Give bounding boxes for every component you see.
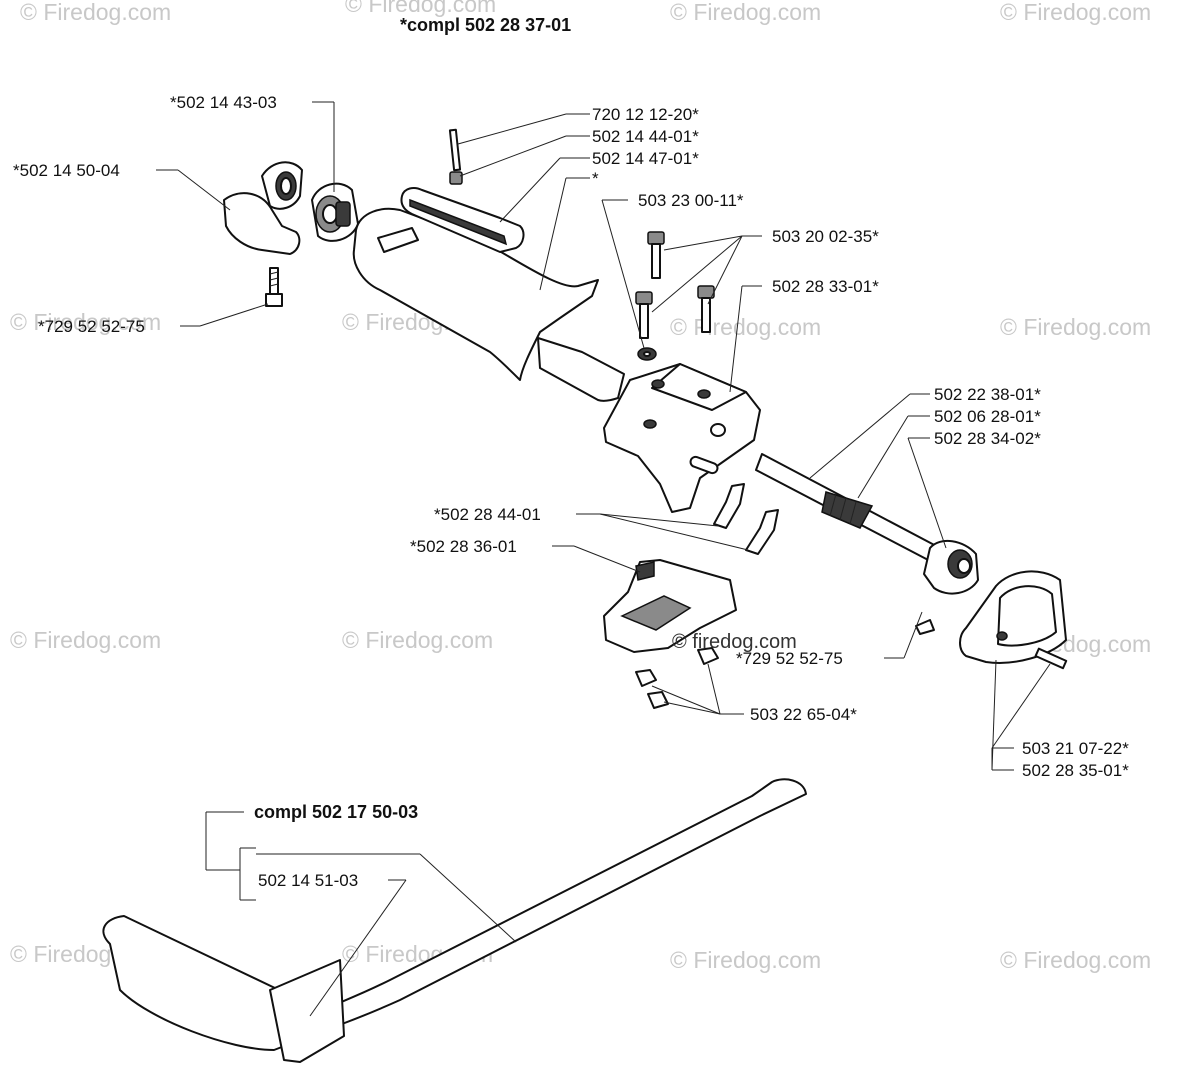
center-watermark: © firedog.com [672,631,797,653]
part-label: 503 23 00-11* [638,191,744,210]
trigger-part [223,161,303,255]
screws-part [635,231,715,361]
nuts-part [635,647,719,709]
shaft-part [755,453,941,563]
part-label: 502 28 35-01* [1022,761,1129,780]
part-label: 503 22 65-04* [750,705,857,724]
watermark: © Firedog.com [345,0,496,17]
watermark: © Firedog.com [20,0,171,25]
part-label: 502 28 33-01* [772,277,879,296]
part-label: *502 14 43-03 [170,93,277,112]
part-label: 502 14 44-01* [592,127,699,146]
clamp-part [603,559,737,653]
watermark: © Firedog.com [1000,0,1151,25]
part-label: 503 20 02-35* [772,227,879,246]
watermark: © Firedog.com [10,309,161,335]
part-label: 502 14 47-01* [592,149,699,168]
watermarks: © Firedog.com © Firedog.com © Firedog.co… [10,0,1151,973]
watermark: © Firedog.com [670,0,821,25]
pin-part [448,128,463,185]
labels: *compl 502 28 37-01 compl 502 17 50-03 *… [13,15,1129,890]
part-label: *729 52 52-75 [38,317,145,336]
watermark: © Firedog.com [670,314,821,340]
shaft-end-part [915,539,979,635]
part-label: *502 28 44-01 [434,505,541,524]
part-label: *502 14 50-04 [13,161,120,180]
bracket-part [603,363,761,513]
part-label: 502 28 34-02* [934,429,1041,448]
part-label: *502 28 36-01 [410,537,517,556]
lever-part [400,187,525,253]
assembly-label-upper: *compl 502 28 37-01 [400,15,571,35]
watermark: © Firedog.com [1000,314,1151,340]
part-label: 503 21 07-22* [1022,739,1129,758]
handle-part [352,207,625,402]
watermark: © Firedog.com [342,627,493,653]
part-label: 720 12 12-20* [592,105,699,124]
cap-part [311,182,359,242]
cover-part [959,570,1068,670]
part-label: * [592,169,599,188]
part-label: 502 22 38-01* [934,385,1041,404]
part-label: 502 06 28-01* [934,407,1041,426]
watermark: © Firedog.com [670,947,821,973]
tube-part [102,778,807,1063]
parts-drawing [102,128,1068,1063]
assembly-label-lower: compl 502 17 50-03 [254,802,418,822]
watermark: © Firedog.com [1000,947,1151,973]
part-label: *729 52 52-75 [736,649,843,668]
watermark: © Firedog.com [10,627,161,653]
part-label: 502 14 51-03 [258,871,358,890]
leader-lines [156,101,1051,1017]
screw-part [265,267,283,307]
small-pins-part [713,483,779,555]
